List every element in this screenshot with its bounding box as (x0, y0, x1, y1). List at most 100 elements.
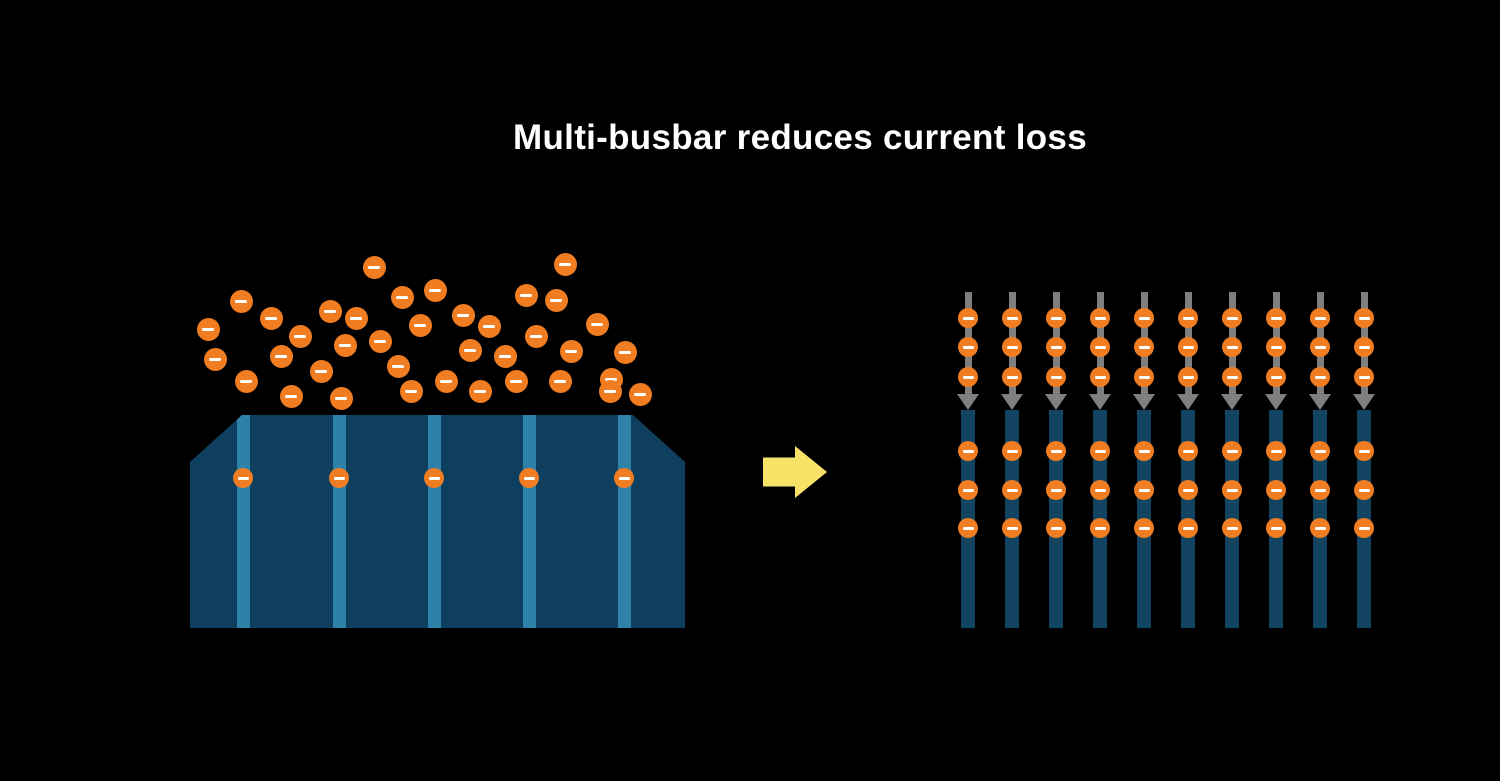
incoming-electron-icon (1310, 337, 1330, 357)
minus-sign (962, 488, 974, 492)
minus-sign (1270, 526, 1282, 530)
minus-sign (1182, 375, 1194, 379)
minus-sign (391, 364, 405, 368)
bar-electron-icon (1266, 441, 1286, 461)
free-electron-icon (628, 382, 652, 406)
incoming-electron-icon (1134, 337, 1154, 357)
free-electron-icon (598, 379, 622, 403)
minus-sign (1358, 316, 1370, 320)
down-arrow-head-icon (1177, 394, 1199, 410)
incoming-electron-icon (1046, 308, 1066, 328)
right-arrow-icon (763, 446, 827, 498)
minus-sign (1358, 526, 1370, 530)
minus-sign (1006, 526, 1018, 530)
minus-sign (1050, 375, 1062, 379)
minus-sign (1270, 488, 1282, 492)
busbar-electron-icon (614, 468, 634, 488)
incoming-electron-icon (1178, 337, 1198, 357)
minus-sign (1006, 345, 1018, 349)
incoming-electron-icon (1266, 308, 1286, 328)
incoming-electron-icon (1090, 308, 1110, 328)
free-electron-icon (493, 344, 517, 368)
bar-electron-icon (1178, 480, 1198, 500)
minus-sign (962, 375, 974, 379)
minus-sign (590, 322, 604, 326)
minus-sign (1314, 375, 1326, 379)
minus-sign (1182, 345, 1194, 349)
down-arrow-head-icon (1353, 394, 1375, 410)
minus-sign (1182, 488, 1194, 492)
incoming-electron-icon (1266, 337, 1286, 357)
bar-electron-icon (1354, 518, 1374, 538)
free-electron-icon (434, 369, 458, 393)
minus-sign (1094, 526, 1106, 530)
minus-sign (962, 345, 974, 349)
minus-sign (1094, 316, 1106, 320)
minus-sign (1094, 488, 1106, 492)
bar-electron-icon (1354, 480, 1374, 500)
free-electron-icon (196, 317, 220, 341)
incoming-electron-icon (1046, 367, 1066, 387)
minus-sign (1226, 449, 1238, 453)
minus-sign (498, 354, 512, 358)
minus-sign (428, 476, 440, 480)
free-electron-icon (329, 386, 353, 410)
minus-sign (274, 354, 288, 358)
bar-electron-icon (1002, 480, 1022, 500)
free-electron-icon (229, 289, 253, 313)
free-electron-icon (203, 347, 227, 371)
bar-electron-icon (1266, 480, 1286, 500)
free-electron-icon (548, 369, 572, 393)
minus-sign (1050, 449, 1062, 453)
free-electron-icon (585, 312, 609, 336)
minus-sign (367, 265, 381, 269)
minus-sign (1094, 345, 1106, 349)
down-arrow-head-icon (1001, 394, 1023, 410)
minus-sign (373, 339, 387, 343)
minus-sign (1050, 488, 1062, 492)
minus-sign (293, 334, 307, 338)
busbar-stripe (522, 415, 536, 628)
free-electron-icon (362, 255, 386, 279)
minus-sign (456, 313, 470, 317)
minus-sign (509, 379, 523, 383)
incoming-electron-icon (1222, 367, 1242, 387)
minus-sign (1138, 345, 1150, 349)
minus-sign (413, 323, 427, 327)
free-electron-icon (386, 354, 410, 378)
free-electron-icon (458, 338, 482, 362)
diagram-title: Multi-busbar reduces current loss (513, 118, 1087, 157)
busbar-stripe (236, 415, 250, 628)
busbar-electron-icon (519, 468, 539, 488)
bar-electron-icon (1354, 441, 1374, 461)
bar-electron-icon (1178, 518, 1198, 538)
minus-sign (1006, 316, 1018, 320)
free-electron-icon (514, 283, 538, 307)
free-electron-icon (423, 278, 447, 302)
incoming-electron-icon (1354, 308, 1374, 328)
minus-sign (1314, 345, 1326, 349)
minus-sign (1358, 345, 1370, 349)
incoming-electron-icon (1178, 367, 1198, 387)
bar-electron-icon (1266, 518, 1286, 538)
minus-sign (1358, 449, 1370, 453)
busbar-electron-icon (329, 468, 349, 488)
bar-electron-icon (1134, 518, 1154, 538)
minus-sign (523, 476, 535, 480)
free-electron-icon (344, 306, 368, 330)
bar-electron-icon (1222, 441, 1242, 461)
minus-sign (604, 377, 618, 381)
minus-sign (1226, 526, 1238, 530)
incoming-electron-icon (1310, 308, 1330, 328)
incoming-electron-icon (1134, 367, 1154, 387)
incoming-electron-icon (1002, 367, 1022, 387)
incoming-electron-icon (1222, 337, 1242, 357)
bar-electron-icon (1310, 518, 1330, 538)
free-electron-icon (477, 314, 501, 338)
minus-sign (439, 379, 453, 383)
bar-electron-icon (1090, 518, 1110, 538)
free-electron-icon (399, 379, 423, 403)
minus-sign (618, 476, 630, 480)
minus-sign (428, 288, 442, 292)
bar-electron-icon (1222, 480, 1242, 500)
